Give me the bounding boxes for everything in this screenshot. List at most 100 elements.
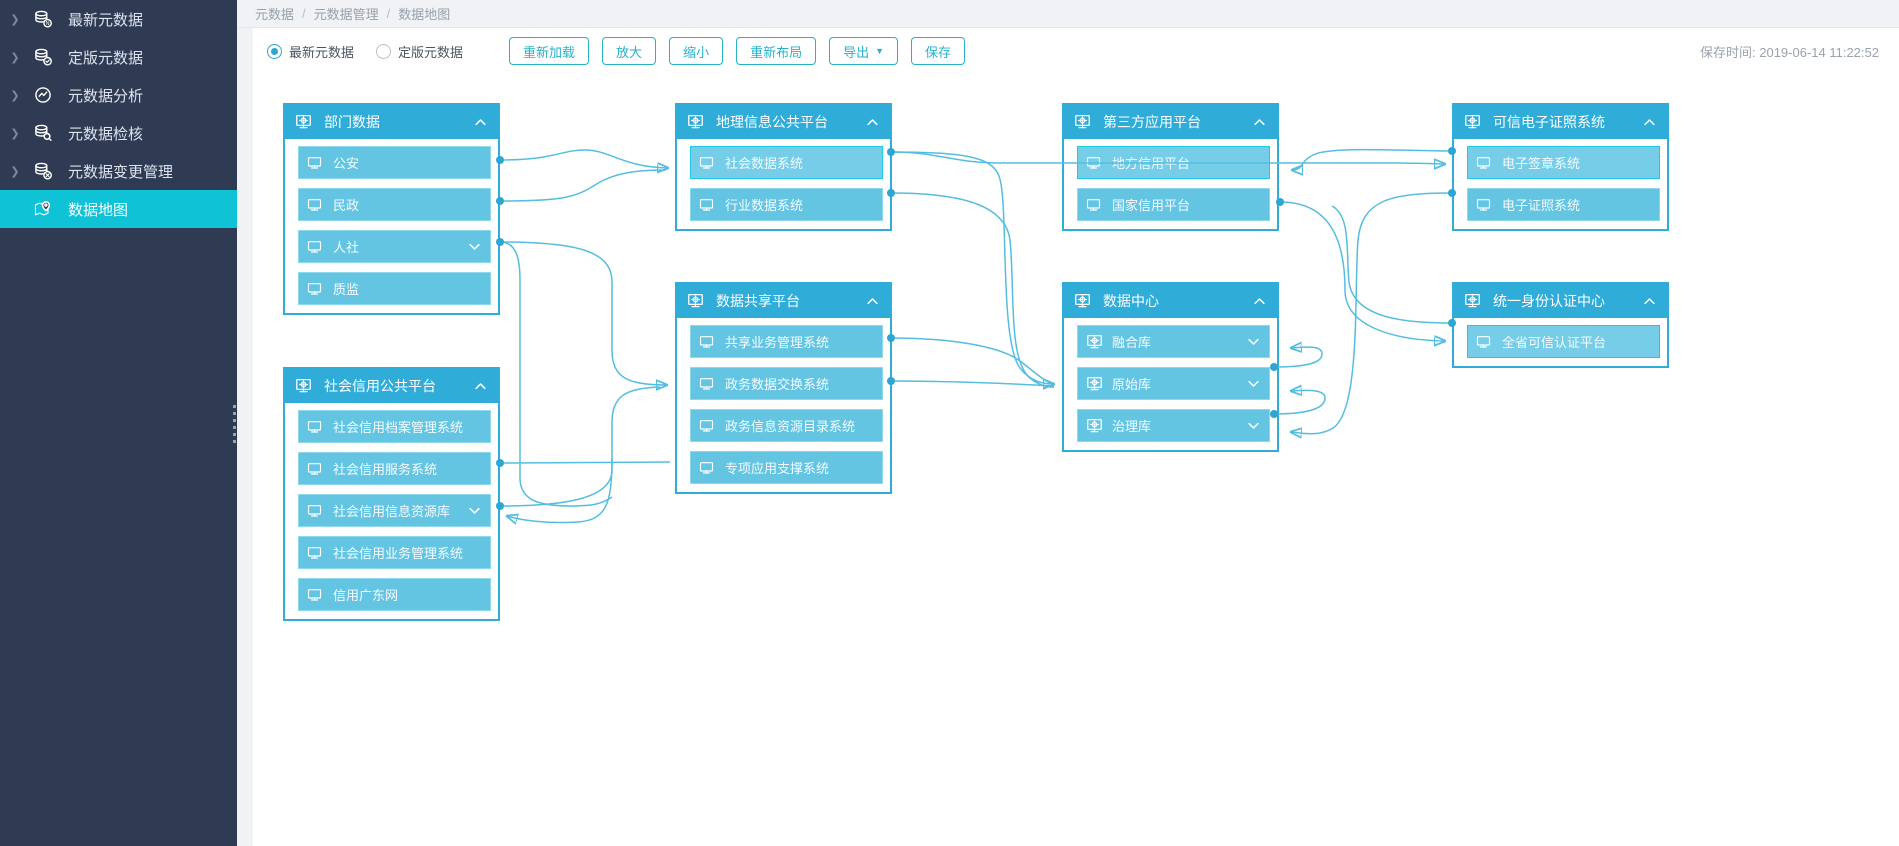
toolbar-button-4[interactable]: 导出▼ <box>829 37 899 65</box>
chevron-right-icon: ❯ <box>10 51 20 64</box>
breadcrumb-item[interactable]: 数据地图 <box>398 7 451 22</box>
system-node[interactable]: 政务信息资源目录系统 <box>690 409 883 442</box>
group-body: 地方信用平台国家信用平台 <box>1064 139 1277 229</box>
system-node[interactable]: 共享业务管理系统 <box>690 325 883 358</box>
chevron-right-icon: ❯ <box>10 89 20 102</box>
node-label: 信用广东网 <box>333 588 399 603</box>
monitor-icon <box>306 586 326 604</box>
system-node[interactable]: 行业数据系统 <box>690 188 883 221</box>
group-header[interactable]: 可信电子证照系统 <box>1454 105 1667 139</box>
node-label: 社会信用档案管理系统 <box>333 420 464 435</box>
system-node[interactable]: 社会数据系统 <box>690 146 883 179</box>
toolbar-button-0[interactable]: 重新加载 <box>509 37 590 65</box>
system-node[interactable]: 治理库 <box>1077 409 1270 442</box>
group-box[interactable]: 数据共享平台共享业务管理系统政务数据交换系统政务信息资源目录系统专项应用支撑系统 <box>675 282 892 494</box>
toolbar-button-1[interactable]: 放大 <box>602 37 657 65</box>
chevron-down-icon[interactable] <box>1246 376 1262 391</box>
sidebar-item-3[interactable]: ❯元数据检核 <box>0 114 237 152</box>
chevron-up-icon[interactable] <box>1252 294 1268 309</box>
sidebar-item-4[interactable]: ❯元数据变更管理 <box>0 152 237 190</box>
chevron-up-icon[interactable] <box>1642 294 1658 309</box>
group-body: 社会数据系统行业数据系统 <box>677 139 890 229</box>
chevron-up-icon[interactable] <box>473 115 489 130</box>
radio-dot-icon <box>267 43 282 59</box>
chevron-down-icon[interactable] <box>1246 418 1262 433</box>
chevron-up-icon[interactable] <box>1252 115 1268 130</box>
system-node[interactable]: 社会信用档案管理系统 <box>298 410 491 443</box>
sidebar-item-5[interactable]: ❯数据地图 <box>0 190 237 228</box>
breadcrumb-item[interactable]: 元数据 <box>255 7 295 22</box>
system-node[interactable]: 社会信用业务管理系统 <box>298 536 491 569</box>
chevron-up-icon[interactable] <box>473 379 489 394</box>
system-node[interactable]: 地方信用平台 <box>1077 146 1270 179</box>
breadcrumb-item[interactable]: 元数据管理 <box>313 7 379 22</box>
system-node[interactable]: 全省可信认证平台 <box>1467 325 1660 358</box>
radio-1[interactable]: 定版元数据 <box>376 42 463 61</box>
group-box[interactable]: 部门数据公安民政人社质监 <box>283 103 500 315</box>
node-label: 共享业务管理系统 <box>725 335 830 350</box>
chevron-down-icon[interactable] <box>467 239 483 254</box>
system-node[interactable]: 社会信用服务系统 <box>298 452 491 485</box>
chevron-up-icon[interactable] <box>1642 115 1658 130</box>
group-box[interactable]: 数据中心融合库原始库治理库 <box>1062 282 1279 452</box>
sidebar-item-2[interactable]: ❯ 元数据分析 <box>0 76 237 114</box>
system-node[interactable]: 民政 <box>298 188 491 221</box>
group-header[interactable]: 第三方应用平台 <box>1064 105 1277 139</box>
system-node[interactable]: 原始库 <box>1077 367 1270 400</box>
breadcrumb: 元数据/元数据管理/数据地图 <box>237 0 1899 28</box>
group-header[interactable]: 部门数据 <box>285 105 498 139</box>
system-node[interactable]: 电子证照系统 <box>1467 188 1660 221</box>
monitor-icon <box>1085 154 1105 172</box>
sidebar-collapse-handle[interactable] <box>233 405 236 443</box>
group-header[interactable]: 数据共享平台 <box>677 284 890 318</box>
group-box[interactable]: 统一身份认证中心全省可信认证平台 <box>1452 282 1669 368</box>
system-node[interactable]: 质监 <box>298 272 491 305</box>
group-header[interactable]: 地理信息公共平台 <box>677 105 890 139</box>
system-node[interactable]: 社会信用信息资源库 <box>298 494 491 527</box>
monitor-gear-icon <box>686 112 708 132</box>
group-box[interactable]: 社会信用公共平台社会信用档案管理系统社会信用服务系统社会信用信息资源库社会信用业… <box>283 367 500 621</box>
system-node[interactable]: 电子签章系统 <box>1467 146 1660 179</box>
system-node[interactable]: 人社 <box>298 230 491 263</box>
sidebar-item-label: 元数据分析 <box>68 87 144 105</box>
toolbar-button-5[interactable]: 保存 <box>911 37 966 65</box>
chevron-up-icon[interactable] <box>865 294 881 309</box>
system-node[interactable]: 专项应用支撑系统 <box>690 451 883 484</box>
system-node[interactable]: 国家信用平台 <box>1077 188 1270 221</box>
system-node[interactable]: 融合库 <box>1077 325 1270 358</box>
group-header[interactable]: 统一身份认证中心 <box>1454 284 1667 318</box>
node-label: 公安 <box>333 156 360 171</box>
monitor-gear-icon <box>1085 417 1105 435</box>
monitor-icon <box>698 154 718 172</box>
chevron-up-icon[interactable] <box>865 115 881 130</box>
system-node[interactable]: 政务数据交换系统 <box>690 367 883 400</box>
sidebar-item-label: 数据地图 <box>68 201 129 219</box>
group-header[interactable]: 数据中心 <box>1064 284 1277 318</box>
toolbar-button-2[interactable]: 缩小 <box>669 37 724 65</box>
system-node[interactable]: 公安 <box>298 146 491 179</box>
chevron-down-icon[interactable] <box>1246 334 1262 349</box>
db-audit-icon <box>30 122 56 144</box>
sidebar-item-1[interactable]: ❯定版元数据 <box>0 38 237 76</box>
caret-down-icon: ▼ <box>875 46 885 56</box>
metadata-version-radios: 最新元数据 定版元数据 <box>267 42 463 61</box>
group-box[interactable]: 第三方应用平台地方信用平台国家信用平台 <box>1062 103 1279 231</box>
node-label: 政务信息资源目录系统 <box>725 419 856 434</box>
node-label: 电子证照系统 <box>1502 198 1581 213</box>
chevron-down-icon[interactable] <box>467 503 483 518</box>
monitor-icon <box>306 460 326 478</box>
group-box[interactable]: 可信电子证照系统电子签章系统电子证照系统 <box>1452 103 1669 231</box>
system-node[interactable]: 信用广东网 <box>298 578 491 611</box>
chevron-right-icon: ❯ <box>10 13 20 26</box>
group-box[interactable]: 地理信息公共平台社会数据系统行业数据系统 <box>675 103 892 231</box>
chevron-right-icon: ❯ <box>10 165 20 178</box>
toolbar-button-3[interactable]: 重新布局 <box>736 37 817 65</box>
radio-label: 定版元数据 <box>398 44 464 60</box>
sidebar-item-label: 元数据检核 <box>68 125 144 143</box>
monitor-gear-icon <box>686 291 708 311</box>
group-header[interactable]: 社会信用公共平台 <box>285 369 498 403</box>
radio-0[interactable]: 最新元数据 <box>267 42 354 61</box>
